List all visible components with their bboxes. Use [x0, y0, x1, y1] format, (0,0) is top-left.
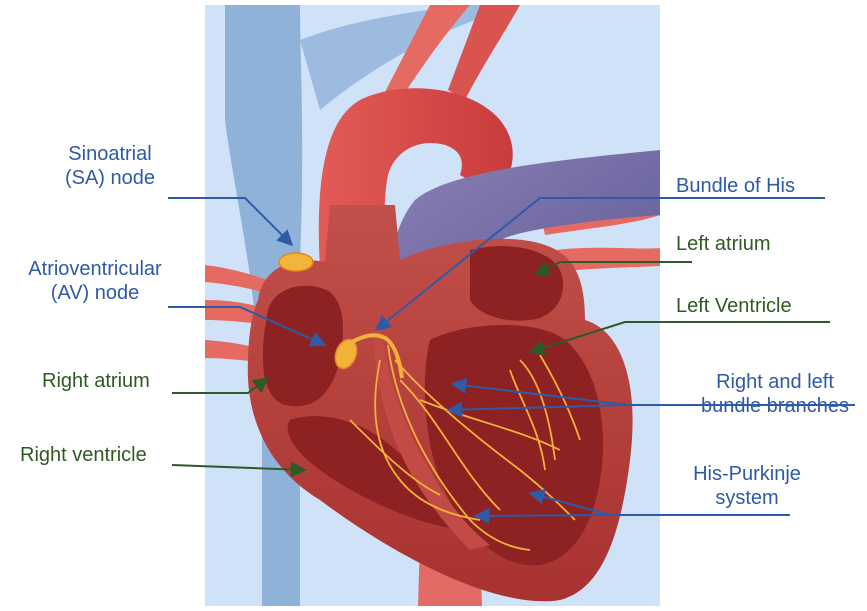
- bundle-branches-label-line2: bundle branches: [690, 394, 860, 418]
- his-purkinje-label-line2: system: [672, 486, 822, 510]
- right-ventricle-label: Right ventricle: [20, 443, 147, 467]
- sa-node-label-line1: Sinoatrial: [62, 142, 158, 166]
- his-purkinje-label-line1: His-Purkinje: [672, 462, 822, 486]
- his-purkinje-label: His-Purkinje system: [672, 462, 822, 510]
- sa-node-label: Sinoatrial (SA) node: [62, 142, 158, 190]
- right-atrium-label: Right atrium: [42, 369, 150, 393]
- his-purkinje-pointer-2: [475, 515, 610, 516]
- sa-node-structure: [279, 253, 313, 271]
- av-node-label-line2: (AV) node: [5, 281, 185, 305]
- left-atrium-label: Left atrium: [676, 232, 770, 256]
- av-node-label-line1: Atrioventricular: [5, 257, 185, 281]
- sa-node-label-line2: (SA) node: [62, 166, 158, 190]
- bundle-of-his-label: Bundle of His: [676, 174, 795, 198]
- av-node-label: Atrioventricular (AV) node: [5, 257, 185, 305]
- left-ventricle-label: Left Ventricle: [676, 294, 792, 318]
- bundle-branches-label: Right and left bundle branches: [690, 370, 860, 418]
- bundle-branches-label-line1: Right and left: [690, 370, 860, 394]
